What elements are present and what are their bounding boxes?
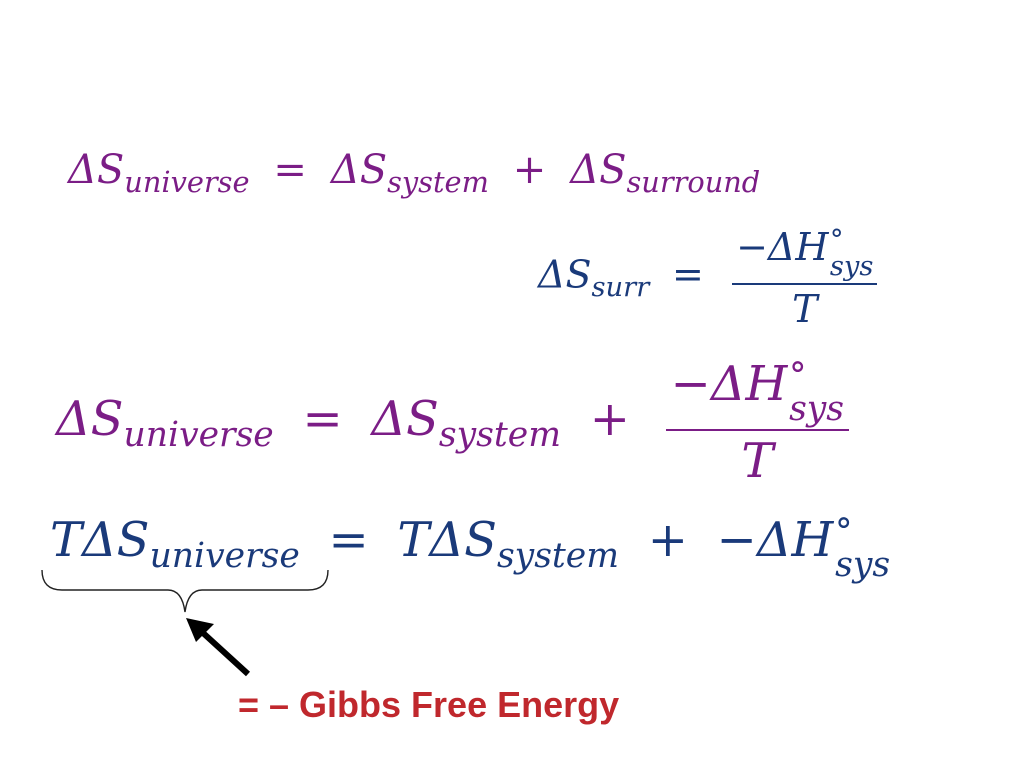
lhs-symbol: TΔS [50,512,150,568]
plus-sign: + [589,391,630,448]
degree-symbol: ° [829,225,844,256]
underbrace [41,569,329,613]
numerator-symbol: −ΔH [670,356,788,412]
gibbs-free-energy-label: = – Gibbs Free Energy [238,684,620,725]
term2-subscript: surround [626,165,761,200]
equals-sign: = [328,512,369,568]
term1-symbol: ΔS [330,147,388,193]
lhs-symbol: ΔS [68,147,125,193]
fraction-numerator: −ΔH°sys [666,356,849,429]
term2-symbol: ΔS [570,147,627,193]
arrow-icon [186,618,251,677]
underbrace-path [41,569,329,613]
lhs-symbol: ΔS [56,391,124,448]
fraction-numerator: −ΔH°sys [732,225,877,283]
equals-sign: = [302,391,343,448]
numerator-scripts: °sys [829,225,874,282]
equation-t-delta-s: TΔSuniverse = TΔSsystem + −ΔH°sys [50,512,891,585]
fraction: −ΔH°sys T [665,356,849,490]
plus-sign: + [647,512,688,568]
lhs-subscript: universe [123,415,274,456]
plus-sign: + [512,147,547,193]
equation-entropy-surroundings: ΔSsurr = −ΔH°sys T [538,225,878,331]
equals-sign: = [273,147,307,193]
fraction-bar [732,283,878,285]
numerator-symbol: −ΔH [736,225,829,269]
fraction-denominator: T [741,433,774,490]
fraction: −ΔH°sys T [732,225,878,331]
numerator-subscript: sys [829,250,874,282]
fraction-denominator: T [792,286,818,331]
term1-subscript: system [496,536,620,577]
arrow-head [186,618,214,642]
term2-symbol: −ΔH [716,512,834,568]
term1-symbol: ΔS [371,391,439,448]
lhs-symbol: ΔS [538,252,592,297]
term2-subscript: sys [835,544,891,585]
equation-entropy-universe: ΔSuniverse = ΔSsystem + ΔSsurround [68,147,760,197]
fraction-bar [665,429,849,432]
lhs-subscript: surr [591,272,650,304]
equation-universe-substituted: ΔSuniverse = ΔSsystem + −ΔH°sys T [56,356,849,490]
lhs-subscript: universe [149,536,300,577]
numerator-scripts: °sys [789,356,845,429]
degree-symbol: ° [835,512,853,552]
term1-subscript: system [438,415,561,456]
numerator-subscript: sys [789,388,845,429]
lhs-subscript: universe [124,165,250,200]
equals-sign: = [672,252,704,297]
degree-symbol: ° [789,356,807,396]
term2-scripts: °sys [835,512,891,585]
arrow-shaft [199,629,251,677]
term1-subscript: system [387,165,489,200]
term1-symbol: TΔS [397,512,497,568]
